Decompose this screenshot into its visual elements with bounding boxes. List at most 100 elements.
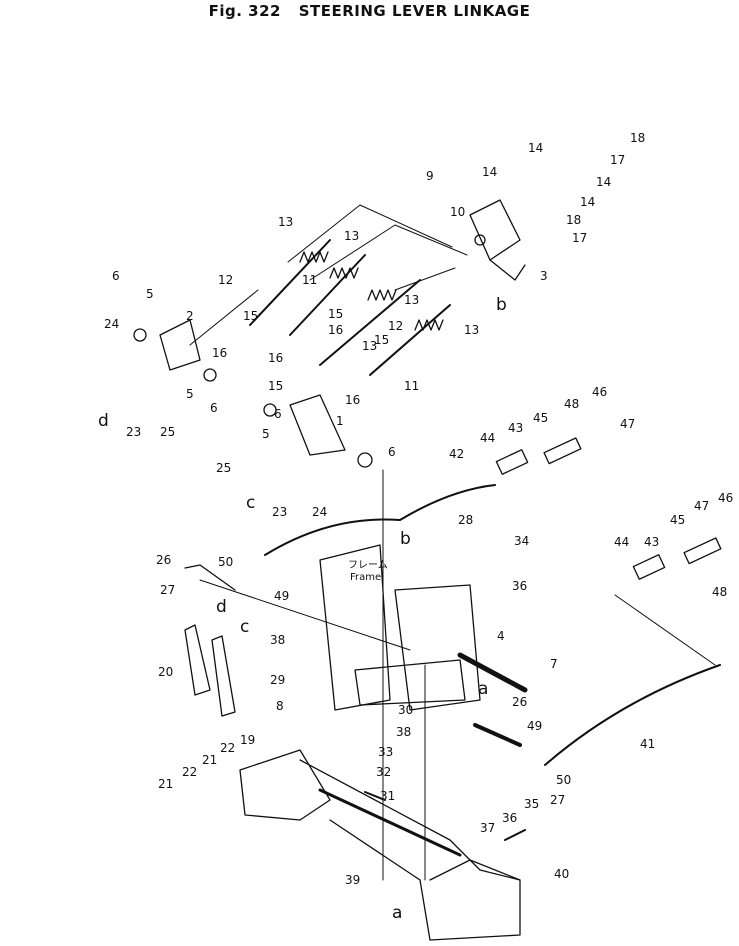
callout-16: 16 — [328, 323, 343, 337]
callout-13: 13 — [362, 339, 377, 353]
callout-10: 10 — [450, 205, 465, 219]
connection-mark-c: c — [240, 617, 249, 637]
callout-45: 45 — [670, 513, 685, 527]
callout-15: 15 — [243, 309, 258, 323]
connection-mark-d: d — [216, 597, 227, 617]
callout-50: 50 — [218, 555, 233, 569]
callout-21: 21 — [202, 753, 217, 767]
callout-6: 6 — [274, 407, 282, 421]
connection-mark-d: d — [98, 411, 109, 431]
callout-22: 22 — [182, 765, 197, 779]
callout-36: 36 — [502, 811, 517, 825]
callout-49: 49 — [527, 719, 542, 733]
callout-49: 49 — [274, 589, 289, 603]
callout-1: 1 — [336, 414, 344, 428]
callout-26: 26 — [512, 695, 527, 709]
callout-30: 30 — [398, 703, 413, 717]
callout-6: 6 — [210, 401, 218, 415]
callout-16: 16 — [212, 346, 227, 360]
callout-32: 32 — [376, 765, 391, 779]
callout-44: 44 — [480, 431, 495, 445]
callout-50: 50 — [556, 773, 571, 787]
callout-47: 47 — [620, 417, 635, 431]
callout-24: 24 — [312, 505, 327, 519]
callout-3: 3 — [540, 269, 548, 283]
callout-15: 15 — [374, 333, 389, 347]
callout-46: 46 — [592, 385, 607, 399]
callout-48: 48 — [712, 585, 727, 599]
callout-7: 7 — [550, 657, 558, 671]
frame-note-jp: フレーム — [348, 559, 388, 571]
callout-8: 8 — [276, 699, 284, 713]
callout-11: 11 — [302, 273, 317, 287]
callout-4: 4 — [497, 629, 505, 643]
callout-33: 33 — [378, 745, 393, 759]
callout-5: 5 — [146, 287, 154, 301]
callout-21: 21 — [158, 777, 173, 791]
callout-15: 15 — [268, 379, 283, 393]
callout-26: 26 — [156, 553, 171, 567]
callout-27: 27 — [160, 583, 175, 597]
callout-43: 43 — [644, 535, 659, 549]
callout-2: 2 — [186, 309, 194, 323]
callout-42: 42 — [449, 447, 464, 461]
figure-number: Fig. 322 — [208, 2, 281, 20]
callout-labels: 1234555666678910111112121313131313141414… — [98, 131, 733, 923]
callout-14: 14 — [596, 175, 611, 189]
callout-19: 19 — [240, 733, 255, 747]
callout-23: 23 — [126, 425, 141, 439]
callout-46: 46 — [718, 491, 733, 505]
figure-caption: STEERING LEVER LINKAGE — [298, 2, 531, 20]
callout-12: 12 — [218, 273, 233, 287]
callout-15: 15 — [328, 307, 343, 321]
callout-13: 13 — [344, 229, 359, 243]
callout-38: 38 — [270, 633, 285, 647]
callout-6: 6 — [112, 269, 120, 283]
callout-18: 18 — [566, 213, 581, 227]
callout-12: 12 — [388, 319, 403, 333]
callout-18: 18 — [630, 131, 645, 145]
connection-mark-a: a — [478, 679, 488, 699]
callout-45: 45 — [533, 411, 548, 425]
frame-note-en: Frame — [350, 572, 381, 583]
connection-mark-b: b — [496, 295, 507, 315]
callout-22: 22 — [220, 741, 235, 755]
callout-41: 41 — [640, 737, 655, 751]
callout-20: 20 — [158, 665, 173, 679]
callout-25: 25 — [160, 425, 175, 439]
callout-13: 13 — [404, 293, 419, 307]
callout-24: 24 — [104, 317, 119, 331]
callout-9: 9 — [426, 169, 434, 183]
callout-31: 31 — [380, 789, 395, 803]
callout-14: 14 — [528, 141, 543, 155]
linkage-drawing — [133, 199, 722, 941]
callout-16: 16 — [268, 351, 283, 365]
callout-44: 44 — [614, 535, 629, 549]
callout-6: 6 — [388, 445, 396, 459]
callout-16: 16 — [345, 393, 360, 407]
figure-title: Fig. 322 STEERING LEVER LINKAGE — [0, 2, 739, 20]
callout-37: 37 — [480, 821, 495, 835]
callout-28: 28 — [458, 513, 473, 527]
callout-27: 27 — [550, 793, 565, 807]
callout-39: 39 — [345, 873, 360, 887]
callout-47: 47 — [694, 499, 709, 513]
callout-11: 11 — [404, 379, 419, 393]
connection-mark-b: b — [400, 529, 411, 549]
callout-34: 34 — [514, 534, 529, 548]
callout-35: 35 — [524, 797, 539, 811]
callout-40: 40 — [554, 867, 569, 881]
callout-17: 17 — [610, 153, 625, 167]
callout-38: 38 — [396, 725, 411, 739]
connection-mark-a: a — [392, 903, 402, 923]
callout-23: 23 — [272, 505, 287, 519]
connection-mark-c: c — [246, 493, 255, 513]
callout-17: 17 — [572, 231, 587, 245]
callout-5: 5 — [262, 427, 270, 441]
callout-43: 43 — [508, 421, 523, 435]
callout-29: 29 — [270, 673, 285, 687]
callout-48: 48 — [564, 397, 579, 411]
callout-5: 5 — [186, 387, 194, 401]
callout-14: 14 — [580, 195, 595, 209]
